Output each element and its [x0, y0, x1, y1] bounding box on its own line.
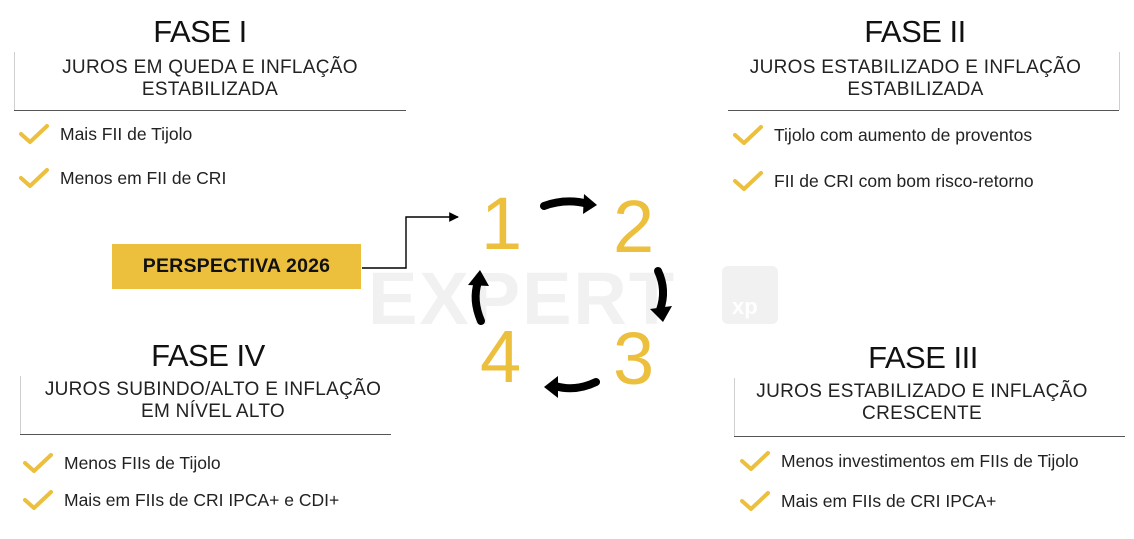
badge-connector-arrow: [362, 212, 459, 269]
phase-3-item-text: Mais em FIIs de CRI IPCA+: [781, 490, 997, 511]
arrow-3-to-4: [551, 378, 600, 393]
phase-2-title: FASE II: [864, 14, 966, 49]
arrow-1-to-2: [540, 197, 592, 210]
phase-2-subtitle-line2: ESTABILIZADA: [847, 79, 984, 100]
phase-2-item-text: FII de CRI com bom risco-retorno: [774, 170, 1034, 191]
arrow-4-to-1: [471, 278, 485, 325]
xp-logo-watermark: [722, 266, 778, 324]
phase-4-item: Menos FIIs de Tijolo: [22, 452, 221, 474]
phase-3-item: Menos investimentos em FIIs de Tijolo: [739, 450, 1079, 472]
phase-2-rule: [728, 110, 1119, 111]
phase-1-subtitle-line2: ESTABILIZADA: [141, 79, 279, 100]
phase-1-rule: [14, 110, 406, 111]
phase-1-subtitle-line1: JUROS EM QUEDA E INFLAÇÃO: [62, 57, 358, 78]
cycle-number-2: 2: [613, 185, 655, 268]
check-icon: [19, 168, 49, 188]
arrow-2-to-3-head: [650, 306, 672, 322]
phase-3-box: [734, 378, 1126, 436]
check-icon: [733, 125, 763, 145]
phase-2-item: FII de CRI com bom risco-retorno: [732, 170, 1034, 192]
phase-4-subtitle: JUROS SUBINDO/ALTO E INFLAÇÃO EM NÍVEL A…: [20, 379, 406, 423]
phase-1-box: [14, 52, 407, 110]
xp-logo-text: xp: [732, 294, 758, 319]
phase-3-rule: [734, 436, 1125, 437]
cycle-number-3: 3: [613, 317, 655, 400]
phase-2-item-text: Tijolo com aumento de proventos: [774, 124, 1033, 145]
phase-4-item: Mais em FIIs de CRI IPCA+ e CDI+: [22, 489, 339, 511]
phase-3-subtitle: JUROS ESTABILIZADO E INFLAÇÃO CRESCENTE: [734, 381, 1110, 425]
phase-2-subtitle: JUROS ESTABILIZADO E INFLAÇÃO ESTABILIZA…: [720, 57, 1111, 101]
phase-1-item-text: Menos em FII de CRI: [60, 167, 227, 188]
phase-2-box: [728, 52, 1120, 110]
arrow-1-to-2-head: [583, 194, 597, 214]
phase-1-item: Menos em FII de CRI: [18, 167, 226, 189]
phase-3-item-text: Menos investimentos em FIIs de Tijolo: [781, 450, 1079, 471]
cycle-number-1: 1: [481, 182, 523, 265]
expert-watermark: EXPERT: [368, 257, 677, 340]
phase-4-rule: [20, 434, 391, 435]
phase-4-item-text: Menos FIIs de Tijolo: [64, 452, 221, 473]
arrow-3-to-4-head: [544, 376, 558, 398]
phase-3-subtitle-line2: CRESCENTE: [862, 403, 982, 424]
arrow-2-to-3: [654, 267, 667, 314]
arrow-4-to-1-head: [468, 270, 489, 286]
perspective-badge: PERSPECTIVA 2026: [112, 244, 361, 289]
check-icon: [740, 451, 770, 471]
phase-4-item-text: Mais em FIIs de CRI IPCA+ e CDI+: [64, 489, 340, 510]
phase-4-subtitle-line1: JUROS SUBINDO/ALTO E INFLAÇÃO: [44, 379, 382, 400]
phase-4-box: [20, 376, 392, 434]
phase-1-item-text: Mais FII de Tijolo: [60, 123, 193, 144]
phase-4-subtitle-line2: EM NÍVEL ALTO: [141, 401, 285, 422]
phase-2-subtitle-line1: JUROS ESTABILIZADO E INFLAÇÃO: [749, 57, 1082, 78]
phase-1-title: FASE I: [153, 14, 247, 49]
phase-4-title: FASE IV: [151, 338, 265, 373]
phase-3-item: Mais em FIIs de CRI IPCA+: [739, 490, 996, 512]
check-icon: [740, 491, 770, 511]
phase-3-title: FASE III: [868, 340, 978, 375]
phase-1-item: Mais FII de Tijolo: [18, 123, 192, 145]
check-icon: [733, 171, 763, 191]
cycle-number-4: 4: [480, 315, 522, 398]
phase-2-item: Tijolo com aumento de proventos: [732, 124, 1032, 146]
phase-3-subtitle-line1: JUROS ESTABILIZADO E INFLAÇÃO: [756, 381, 1088, 402]
check-icon: [19, 124, 49, 144]
check-icon: [23, 453, 53, 473]
check-icon: [23, 490, 53, 510]
phase-1-subtitle: JUROS EM QUEDA E INFLAÇÃO ESTABILIZADA: [14, 57, 406, 101]
